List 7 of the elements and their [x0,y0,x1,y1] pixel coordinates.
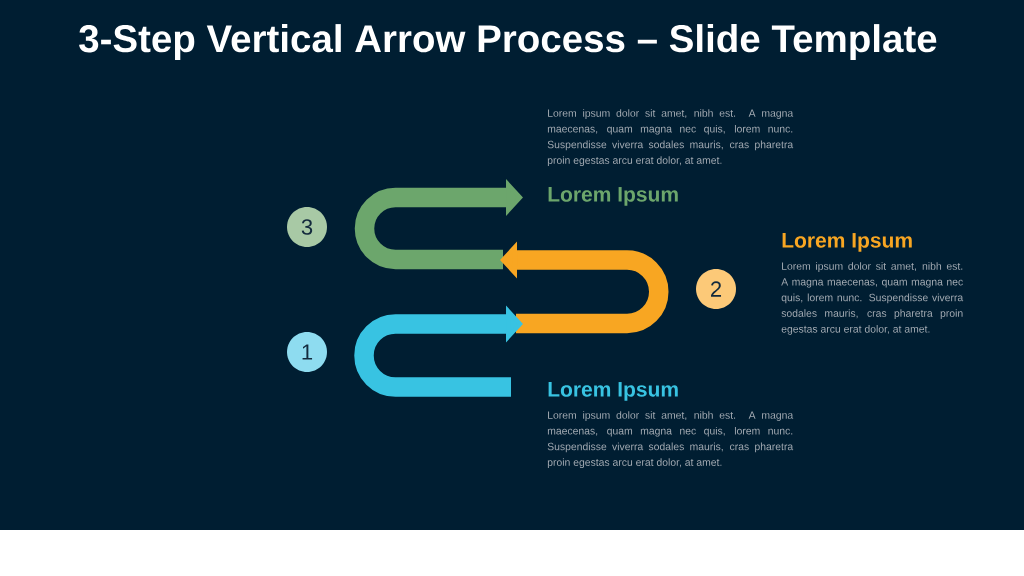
step-heading: Lorem Ipsum [548,187,678,206]
body-text: Lorem ipsum dolor sit amet, nibh est. A magna maecenas, quam magna nec quis, lorem nunc. Suspendisse viverra sodales mauris, cras pharetra proin egestas arcu erat dolor, at amet. [781,262,964,335]
step-heading: Lorem Ipsum [782,233,912,252]
step-heading: Lorem Ipsum [548,382,678,401]
body-text: Lorem ipsum dolor sit amet, nibh est. A magna maecenas, quam magna nec quis, lorem nunc. Suspendisse viverra sodales mauris, cras pharetra proin egestas arcu erat dolor, at amet. [547,411,794,468]
slide-title: 3-Step Vertical Arrow Process – Slide Template [79,24,937,60]
body-text: Lorem ipsum dolor sit amet, nibh est. A magna maecenas, quam magna nec quis, lorem nunc. Suspendisse viverra sodales mauris, cras pharetra proin egestas arcu erat dolor, at amet. [547,109,794,166]
